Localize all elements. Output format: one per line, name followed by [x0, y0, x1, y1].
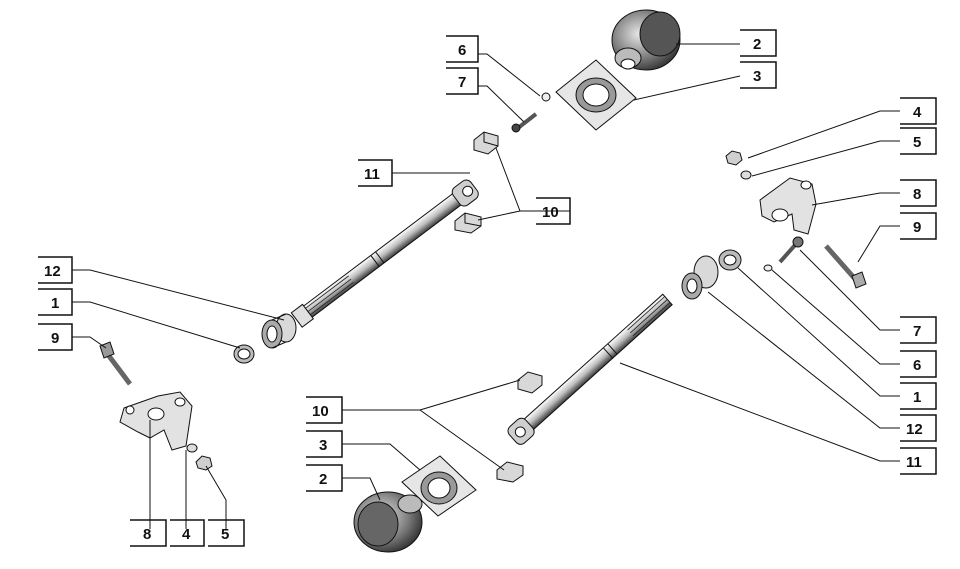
- callout-3-bottom: 3: [319, 437, 327, 454]
- callout-10-bottom: 10: [312, 403, 329, 420]
- callout-12-right: 12: [906, 421, 923, 438]
- callout-3-top: 3: [753, 68, 761, 85]
- callout-11-right: 11: [906, 454, 922, 471]
- callout-1-left: 1: [51, 295, 59, 312]
- callout-2-top: 2: [753, 36, 761, 53]
- lower-bearing-sleeve: [681, 255, 719, 300]
- callout-8-right: 8: [913, 186, 921, 203]
- left-bracket: [119, 391, 193, 451]
- left-nut: [195, 455, 213, 471]
- upper-seal-ring: [233, 344, 255, 364]
- upper-flange-plate: [555, 59, 637, 131]
- callout-11-top: 11: [364, 166, 380, 183]
- leader-lines: [72, 43, 900, 529]
- lower-flange-plate: [401, 455, 477, 517]
- callout-4-bottom: 4: [182, 526, 191, 543]
- callout-4-right: 4: [913, 104, 922, 121]
- callout-9-left: 9: [51, 330, 59, 347]
- callout-5-bottom: 5: [221, 526, 229, 543]
- upper-drive-shaft: [290, 179, 479, 328]
- callout-10-top: 10: [542, 204, 559, 221]
- upper-clip-top: [473, 131, 499, 155]
- right-bolt-short: [778, 236, 804, 264]
- callout-9-right: 9: [913, 219, 921, 236]
- upper-washer: [541, 92, 551, 102]
- upper-clip-bottom: [454, 212, 482, 234]
- right-small-washer: [763, 264, 773, 272]
- right-bolt-long: [824, 244, 867, 289]
- callout-frames: [38, 29, 937, 547]
- upper-bolt: [511, 112, 538, 133]
- callout-6-top: 6: [458, 42, 466, 59]
- right-bracket: [759, 177, 817, 235]
- right-washer: [740, 170, 752, 180]
- callout-12-left: 12: [44, 263, 61, 280]
- callout-1-right: 1: [913, 389, 921, 406]
- callout-5-right: 5: [913, 134, 921, 151]
- callout-8-bottom: 8: [143, 526, 151, 543]
- callout-2-bottom: 2: [319, 471, 327, 488]
- lower-drive-shaft: [507, 293, 673, 445]
- left-bolt: [99, 341, 132, 386]
- upper-housing-cap: [611, 9, 681, 71]
- upper-bearing-sleeve: [261, 313, 297, 349]
- lower-clip-top: [517, 371, 543, 394]
- lower-housing-cap: [353, 491, 423, 553]
- callout-numbers: 6 7 2 3 11 10 4 5 8 9 7 6 1 12 11 12 1 9…: [44, 36, 923, 543]
- callout-6-right: 6: [913, 357, 921, 374]
- callout-7-right: 7: [913, 323, 921, 340]
- lower-clip-bottom: [496, 461, 524, 483]
- left-washer: [186, 443, 198, 453]
- callout-7-top: 7: [458, 74, 466, 91]
- right-nut: [725, 150, 743, 166]
- lower-seal-ring: [718, 249, 742, 271]
